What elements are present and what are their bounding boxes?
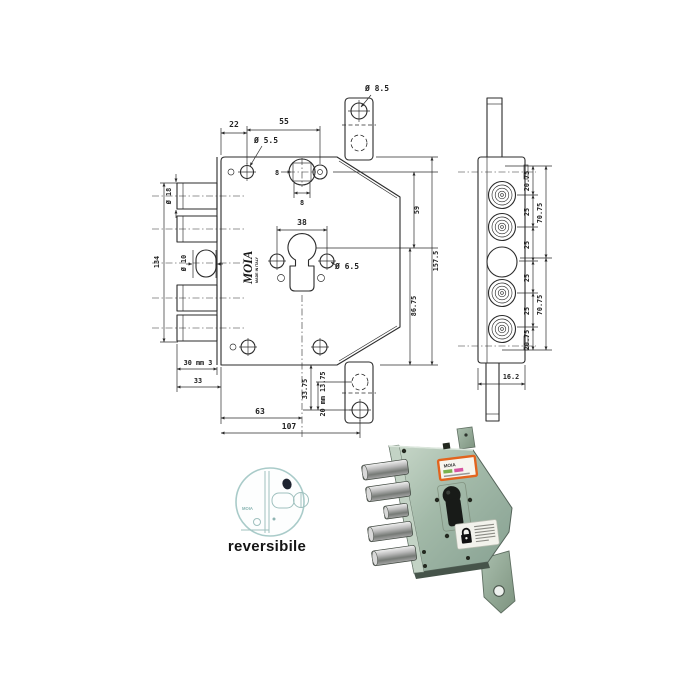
dim-63: 63: [255, 407, 265, 416]
dim-seg-5: 20.75: [523, 330, 531, 350]
dim-seg-3: 25: [523, 274, 531, 282]
brand-logo-text: MOIA: [241, 251, 255, 285]
reversible-badge: MOIA reversibile: [228, 467, 309, 555]
side-strap-bottom: [485, 362, 500, 422]
dim-134: 134: [153, 256, 161, 268]
dim-20-13-75: 20 mm 13.75: [319, 371, 327, 416]
badge-sketch: [241, 471, 309, 533]
dim-square-h: 8: [300, 199, 304, 207]
photo-instruction-label: [454, 519, 500, 550]
dim-157-5: 157.5: [432, 251, 440, 271]
photo-keyhole: [437, 482, 472, 532]
dim-cyl-hole-dia: Ø 6.5: [334, 261, 359, 271]
dim-107: 107: [282, 422, 297, 431]
dim-22: 22: [229, 120, 239, 129]
side-bolt-heads: [486, 180, 518, 344]
dim-33: 33: [194, 377, 202, 385]
dim-total-1: 70.75: [536, 295, 544, 315]
photo-screws: [401, 442, 473, 568]
photo-bolts: [361, 459, 418, 567]
dim-86-75: 86.75: [410, 296, 418, 316]
front-view-dimensions: 22 55 Ø 5.5 Ø 8.5 8 8 38 Ø 6.5: [153, 83, 440, 438]
dim-hole-dia: Ø 5.5: [253, 135, 278, 145]
dim-seg-0: 20.75: [523, 171, 531, 191]
stamped-brand-logo: MOIA MADE IN ITALY: [241, 251, 259, 285]
side-body: [477, 156, 526, 364]
badge-bolt-dot: [282, 478, 292, 490]
reversible-caption: reversibile: [228, 538, 306, 555]
bottom-mounting-tab: [342, 361, 376, 424]
dim-38: 38: [297, 218, 307, 227]
dim-total-0: 70.75: [536, 203, 544, 223]
padlock-icon: [461, 527, 471, 536]
badge-sketch-brand: MOIA: [242, 506, 253, 511]
dim-16-2: 16.2: [503, 373, 519, 381]
strap-top: [456, 426, 476, 450]
lock-body-outline: [220, 156, 401, 366]
latch-bolt: [195, 249, 217, 278]
dim-bolt-dia: Ø 18: [165, 188, 173, 205]
side-dimension-chain: 20.75 25 25 25 25 20.75 70.75 70.75: [502, 165, 552, 351]
dim-throw-30: 30 mm 3: [184, 359, 213, 367]
dim-seg-4: 25: [523, 307, 531, 315]
dim-latch-dia: Ø 10: [180, 255, 188, 272]
dim-seg-1: 25: [523, 208, 531, 216]
dim-33-75: 33.75: [301, 379, 309, 399]
dim-59: 59: [413, 206, 421, 214]
dim-tab-hole-dia: Ø 8.5: [364, 83, 389, 93]
front-view: MOIA MADE IN ITALY 22 55 Ø 5.5 Ø 8.5 8: [152, 83, 440, 438]
label-brand-text: MOIA: [443, 462, 456, 469]
photo-front-label: MOIA: [436, 454, 479, 482]
product-photo: MOIA: [361, 426, 516, 614]
dim-55: 55: [279, 117, 289, 126]
side-view: 16.2 20.75 25 25 25 25 20.75 70.75: [458, 97, 552, 422]
strap-hole: [493, 585, 505, 597]
dim-seg-2: 25: [523, 241, 531, 249]
dim-square-w: 8: [275, 169, 279, 177]
made-in-italy-text: MADE IN ITALY: [255, 256, 259, 283]
side-strap-top: [486, 97, 503, 158]
spindle-square-hole: [288, 158, 316, 187]
euro-cylinder-keyhole: [287, 233, 317, 292]
top-mounting-tab: [342, 97, 376, 161]
